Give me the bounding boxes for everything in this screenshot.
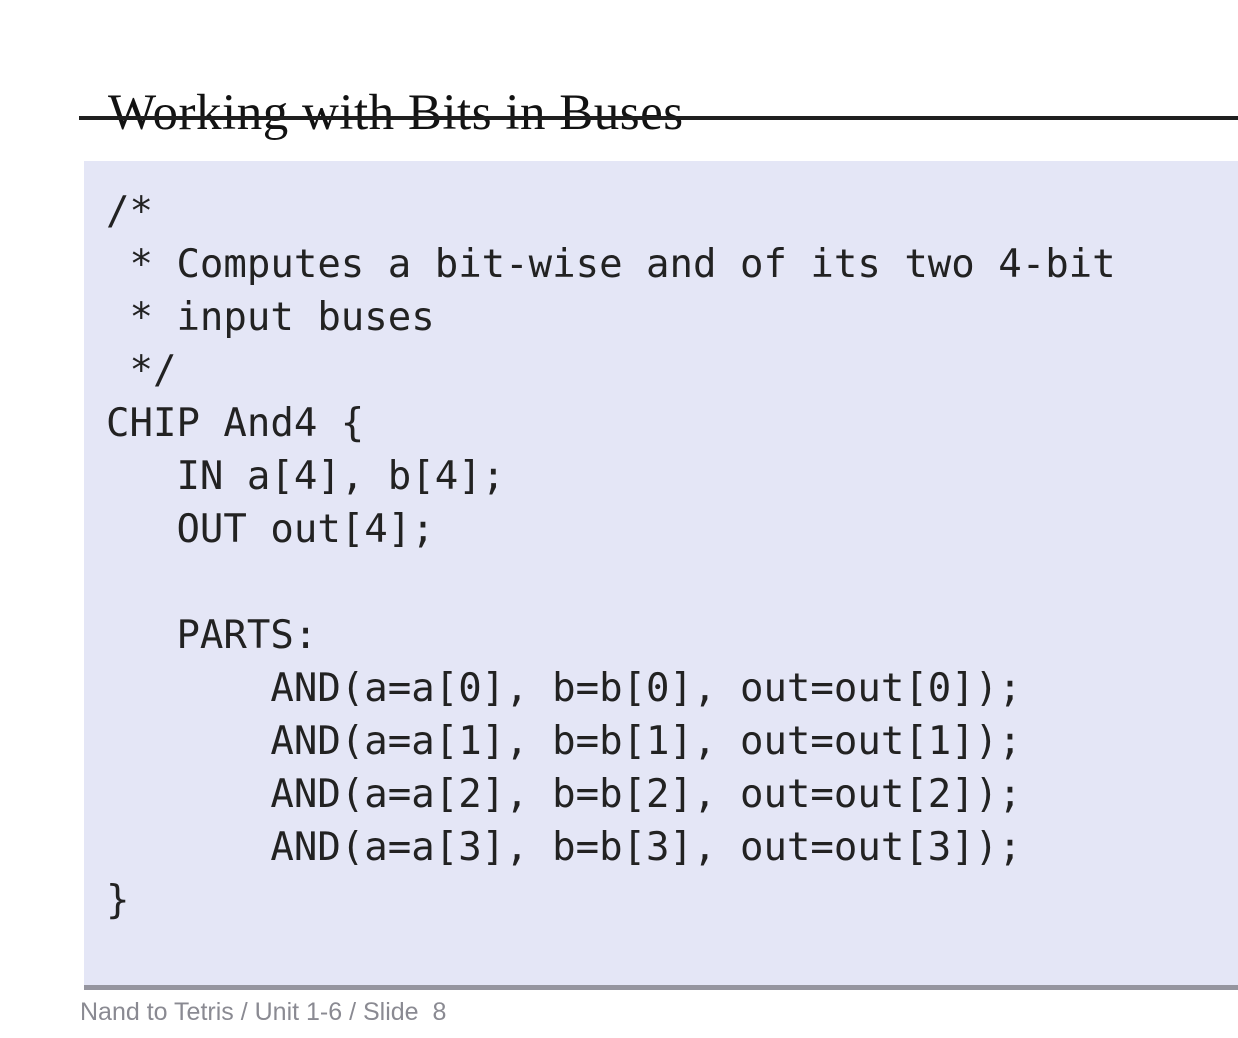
slide-footer: Nand to Tetris / Unit 1-6 / Slide 8 — [80, 998, 447, 1026]
title-underline — [79, 116, 1238, 120]
hdl-code: /* * Computes a bit-wise and of its two … — [106, 189, 1116, 923]
slide-title: Working with Bits in Buses — [108, 85, 684, 142]
hdl-code-block: /* * Computes a bit-wise and of its two … — [84, 161, 1238, 990]
